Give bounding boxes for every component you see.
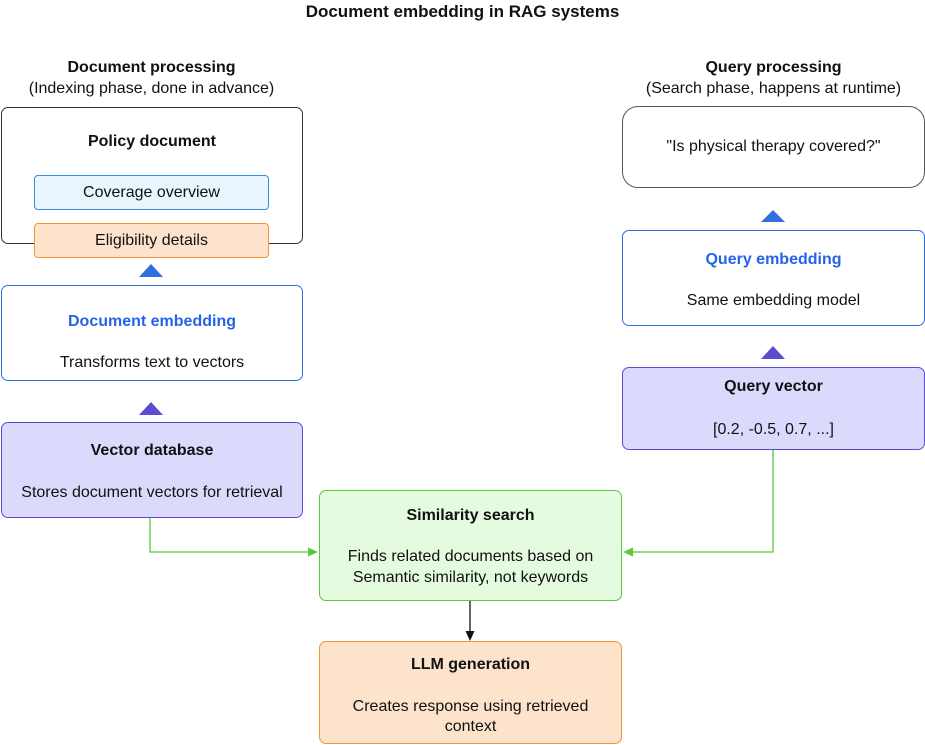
- query-text: "Is physical therapy covered?": [666, 138, 881, 155]
- vector-to-query-embedding-arrow: [761, 346, 785, 359]
- query-embedding-desc: Same embedding model: [686, 292, 861, 309]
- llm-generation-title: LLM generation: [410, 656, 531, 673]
- vector-to-search-arrowhead: [623, 547, 633, 557]
- database-to-search-line: [149, 518, 309, 553]
- similarity-search-desc-line2: Semantic similarity, not keywords: [352, 569, 589, 586]
- database-to-search-arrowhead: [308, 547, 318, 557]
- similarity-search-title: Similarity search: [406, 507, 535, 524]
- query-node: "Is physical therapy covered?": [622, 106, 925, 188]
- search-to-llm-arrowhead: [465, 631, 475, 641]
- document-embedding-node: Document embedding Transforms text to ve…: [1, 285, 303, 381]
- coverage-overview-label: Coverage overview: [83, 184, 220, 201]
- llm-generation-desc-line2: context: [444, 718, 497, 735]
- document-embedding-desc: Transforms text to vectors: [59, 354, 245, 371]
- vector-database-node: Vector database Stores document vectors …: [1, 422, 303, 518]
- embedding-to-policy-arrow: [139, 264, 163, 277]
- diagram-title: Document embedding in RAG systems: [305, 2, 620, 21]
- left-column-heading: Document processing (Indexing phase, don…: [0, 57, 303, 99]
- left-column-title: Document processing: [67, 59, 236, 76]
- query-embedding-title: Query embedding: [705, 251, 842, 268]
- eligibility-details-section: Eligibility details: [34, 223, 269, 258]
- right-column-subtitle: (Search phase, happens at runtime): [645, 80, 902, 97]
- document-embedding-title: Document embedding: [67, 313, 236, 330]
- eligibility-details-label: Eligibility details: [95, 232, 208, 249]
- query-embedding-node: Query embedding Same embedding model: [622, 230, 925, 326]
- llm-generation-node: LLM generation Creates response using re…: [319, 641, 622, 744]
- vector-to-search-line: [632, 450, 774, 553]
- llm-generation-desc-line1: Creates response using retrieved: [352, 698, 589, 715]
- coverage-overview-section: Coverage overview: [34, 175, 269, 210]
- query-embedding-to-query-arrow: [761, 210, 785, 222]
- query-vector-desc: [0.2, -0.5, 0.7, ...]: [713, 421, 834, 438]
- similarity-search-node: Similarity search Finds related document…: [319, 490, 622, 601]
- query-vector-node: Query vector [0.2, -0.5, 0.7, ...]: [622, 367, 925, 450]
- right-column-heading: Query processing (Search phase, happens …: [622, 57, 925, 99]
- right-column-title: Query processing: [705, 59, 842, 76]
- vector-database-title: Vector database: [90, 442, 214, 459]
- similarity-search-desc-line1: Finds related documents based on: [347, 548, 594, 565]
- left-column-subtitle: (Indexing phase, done in advance): [28, 80, 275, 97]
- vector-database-desc: Stores document vectors for retrieval: [21, 484, 283, 501]
- policy-document-title: Policy document: [87, 133, 217, 150]
- query-vector-title: Query vector: [724, 378, 823, 395]
- database-to-embedding-arrow: [139, 402, 163, 415]
